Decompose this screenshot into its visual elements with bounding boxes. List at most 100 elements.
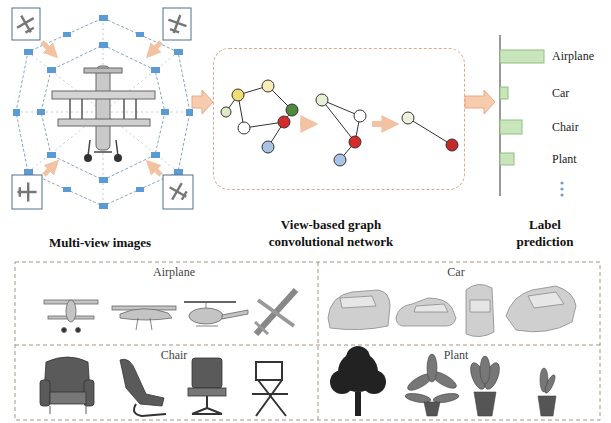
- graph-vertex: [349, 136, 361, 148]
- camera-marker: [186, 109, 193, 116]
- view-thumbnail: [165, 12, 190, 37]
- plant-example: [330, 346, 557, 416]
- camera-marker: [174, 49, 183, 55]
- view-thumbnail: [13, 11, 39, 37]
- category-heading: Plant: [318, 348, 594, 364]
- airplane-example: [258, 300, 294, 326]
- view-arrow: [149, 42, 161, 55]
- graph-edge: [322, 100, 360, 160]
- center-airplane: [96, 66, 110, 150]
- ellipsis-dots: [560, 181, 563, 196]
- class-label: Chair: [552, 120, 579, 136]
- class-label: Airplane: [552, 49, 594, 65]
- airplane-example: [255, 322, 268, 334]
- graph-vertex: [446, 139, 458, 151]
- car-example: [528, 292, 564, 308]
- airplane-example: [196, 302, 218, 326]
- gcn-box: View-based graph convolutional network: [213, 48, 465, 190]
- camera-marker: [99, 42, 108, 48]
- flow-arrow: [465, 90, 495, 114]
- camera-marker: [63, 32, 71, 37]
- chair-example: [40, 357, 288, 416]
- category-panel: Chair: [30, 347, 318, 419]
- airplane-example: [62, 328, 67, 333]
- view-thumbnail: [12, 8, 40, 40]
- airplane-example: [222, 310, 248, 319]
- camera-marker: [151, 67, 160, 73]
- camera-marker: [136, 32, 144, 37]
- center-airplane: [88, 140, 118, 156]
- center-airplane: [114, 154, 122, 162]
- graph-vertex: [262, 141, 274, 153]
- plant-example: [346, 346, 370, 370]
- graph-vertex: [316, 94, 328, 106]
- camera-marker: [37, 109, 45, 115]
- view-thumbnail: [12, 175, 42, 209]
- label-slot: Plant: [552, 152, 577, 168]
- examples-frame: [15, 345, 600, 346]
- view-thumbnail: [17, 182, 36, 201]
- examples-frame: [318, 262, 319, 420]
- graph-vertex: [278, 116, 290, 128]
- stage-caption: Label prediction: [505, 217, 585, 251]
- airplane-example: [76, 328, 81, 333]
- airplane-example: [256, 290, 296, 334]
- graph-vertex: [354, 110, 366, 122]
- graph-vertex: [262, 80, 274, 92]
- class-label: Car: [552, 86, 569, 102]
- car-example: [396, 298, 456, 326]
- text-slot: Airplane: [30, 265, 318, 281]
- airplane-example: [44, 290, 296, 334]
- chair-example: [50, 406, 86, 414]
- text-slot: Chair: [30, 348, 318, 364]
- view-arrow: [42, 42, 55, 55]
- prediction-bar: [500, 153, 514, 165]
- camera-marker: [47, 152, 56, 158]
- view-thumbnail: [165, 179, 191, 205]
- airplane-example: [120, 309, 172, 320]
- chair-example: [50, 392, 86, 404]
- airplane-example: [66, 300, 76, 322]
- view-arrow: [44, 163, 56, 175]
- chair-example: [188, 388, 226, 396]
- label-slot: Airplane: [552, 49, 594, 65]
- graph-vertex: [221, 107, 231, 117]
- view-thumbnail: [12, 8, 193, 209]
- label-slot: Chair: [552, 120, 579, 136]
- layer-arrow: [300, 121, 313, 127]
- plant-example: [538, 396, 556, 416]
- view-arrow: [149, 163, 161, 175]
- stage-caption: View-based graph convolutional network: [256, 217, 406, 251]
- graph-edge: [226, 86, 292, 147]
- center-airplane: [58, 119, 150, 126]
- chair-example: [134, 404, 166, 416]
- center-airplane: [70, 99, 136, 119]
- prediction-bar: [500, 120, 522, 134]
- layer-arrow: [300, 121, 394, 127]
- flow-arrow: [192, 90, 213, 114]
- center-airplane: [84, 154, 92, 162]
- category-heading: Chair: [30, 348, 318, 364]
- chair-example: [252, 380, 288, 416]
- examples-frame: [15, 262, 600, 420]
- stage-caption: Multi-view images: [15, 235, 185, 252]
- airplane-example: [136, 318, 152, 330]
- text-slot: View-based graph convolutional network: [256, 217, 406, 251]
- category-panel: Airplane: [30, 264, 318, 344]
- class-label: Plant: [552, 152, 577, 168]
- plant-example: [474, 392, 496, 416]
- text-slot: Car: [318, 265, 594, 281]
- label-slot: Car: [552, 86, 569, 102]
- camera-marker: [47, 67, 56, 73]
- plant-example: [543, 374, 557, 395]
- camera-marker: [99, 15, 108, 21]
- center-airplane: [52, 91, 155, 99]
- chair-example: [192, 358, 222, 388]
- camera-marker: [99, 203, 108, 209]
- view-thumbnail: [163, 175, 193, 209]
- graph-vertex: [286, 104, 298, 116]
- plant-example: [405, 354, 557, 416]
